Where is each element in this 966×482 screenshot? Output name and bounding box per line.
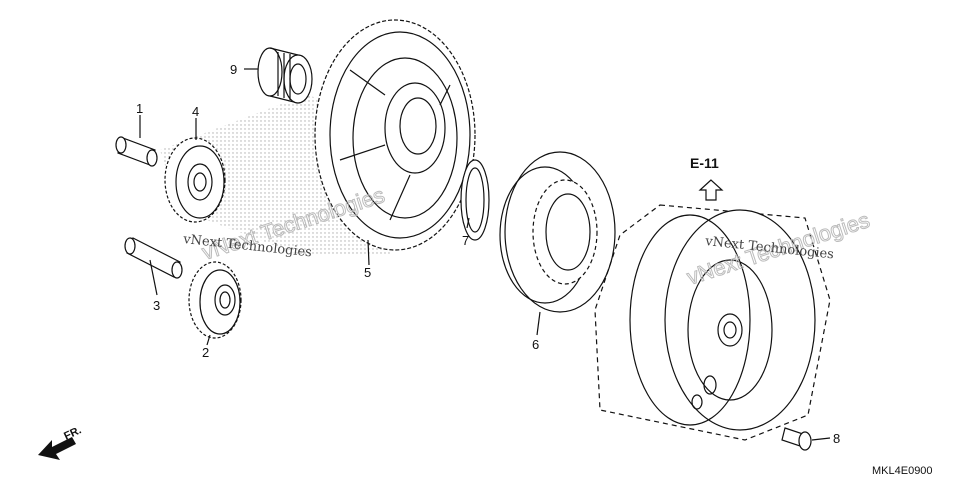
diagram-code: MKL4E0900 (872, 465, 933, 477)
one-way-clutch (499, 151, 616, 313)
callout-8: 8 (833, 431, 840, 446)
callout-6: 6 (532, 337, 539, 352)
idle-gear-small (188, 261, 242, 339)
reference-label: E-11 (690, 155, 719, 171)
leader-lines (139, 68, 831, 441)
callout-9: 9 (230, 62, 237, 77)
pin-upper (115, 136, 158, 167)
starter-driven-gear (314, 19, 476, 251)
callout-1: 1 (136, 101, 143, 116)
callout-2: 2 (202, 345, 209, 360)
callout-5: 5 (364, 265, 371, 280)
front-direction-label: FR. (62, 424, 83, 442)
reference-arrow-up-icon (698, 179, 724, 201)
pin-lower (124, 237, 183, 279)
callout-3: 3 (153, 298, 160, 313)
needle-bearing (257, 47, 313, 104)
callout-7: 7 (462, 233, 469, 248)
callout-4: 4 (192, 104, 199, 119)
flywheel-assembly (594, 204, 831, 441)
front-direction-arrow-icon (38, 437, 76, 460)
washer (460, 159, 490, 241)
idle-gear-large (164, 137, 226, 223)
flange-bolt (781, 427, 812, 451)
